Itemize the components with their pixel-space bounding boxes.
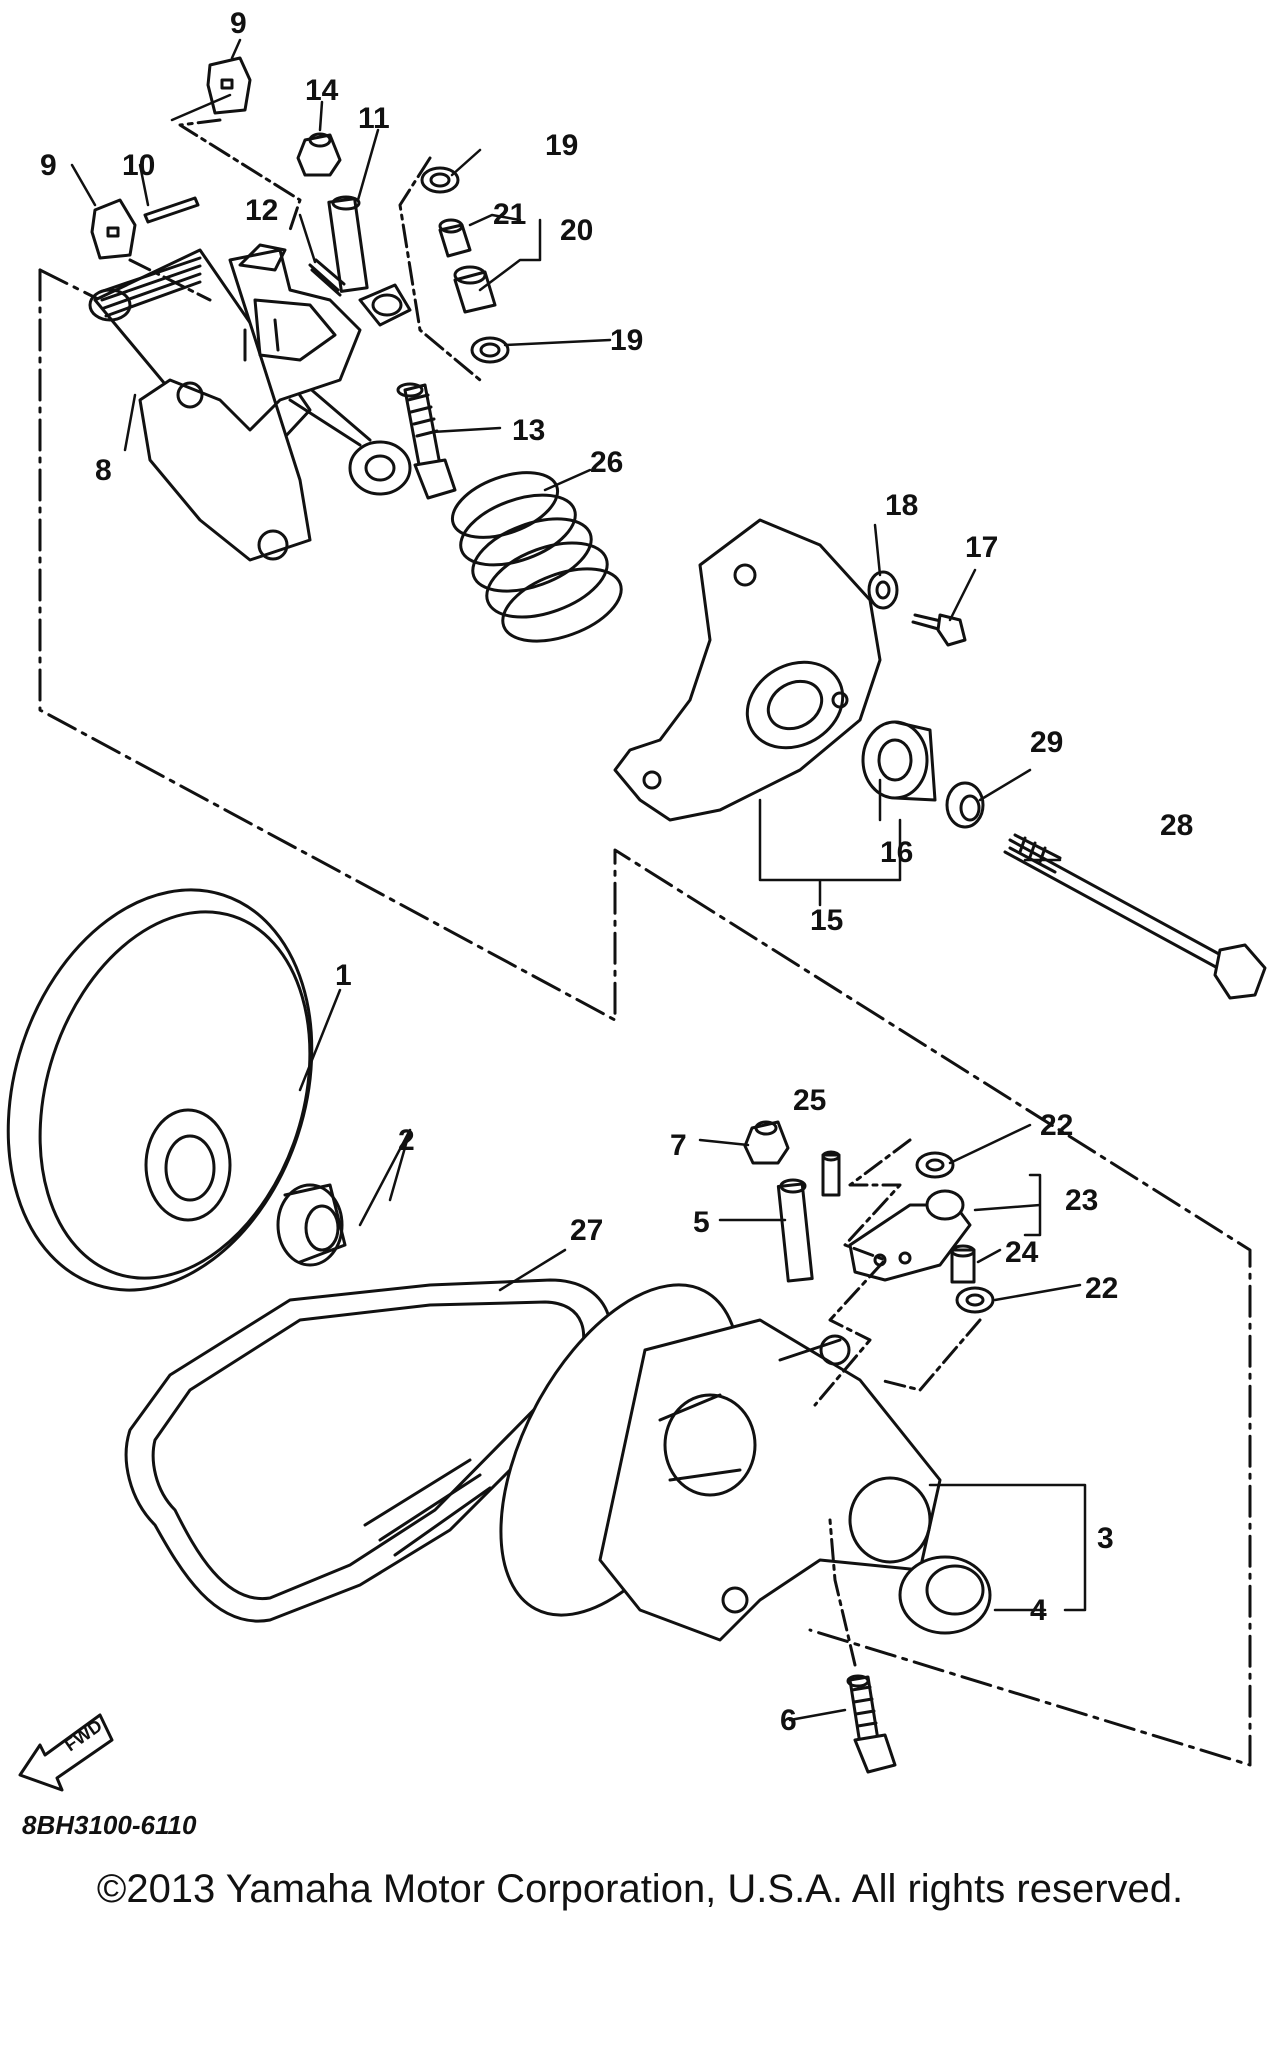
part-15-sheave-cap bbox=[613, 518, 882, 822]
label-26: 26 bbox=[590, 446, 623, 479]
label-5: 5 bbox=[693, 1206, 710, 1239]
part-12-set-screw bbox=[308, 258, 346, 297]
label-17: 17 bbox=[965, 531, 998, 564]
label-16: 16 bbox=[880, 836, 913, 869]
part-19-washer-bottom bbox=[470, 336, 510, 364]
diagram-code: 8BH3100-6110 bbox=[22, 1810, 197, 1840]
label-10: 10 bbox=[122, 149, 155, 182]
part-19-washer-top bbox=[420, 166, 460, 194]
label-15: 15 bbox=[810, 904, 843, 937]
label-4: 4 bbox=[1030, 1594, 1047, 1627]
label-23: 23 bbox=[1065, 1184, 1098, 1217]
label-22-bottom: 22 bbox=[1085, 1272, 1118, 1305]
part-10-pin bbox=[143, 196, 200, 224]
label-29: 29 bbox=[1030, 726, 1063, 759]
part-20-bushing bbox=[453, 265, 497, 314]
part-5-collar bbox=[776, 1178, 814, 1283]
weight-guide-line bbox=[178, 118, 302, 232]
part-7-nut bbox=[743, 1120, 790, 1165]
bushing-guide-line bbox=[398, 156, 482, 382]
label-9-top: 9 bbox=[230, 7, 247, 40]
part-3-movable-sheave bbox=[499, 1283, 942, 1642]
part-23-roller-arm bbox=[848, 1189, 972, 1282]
assembly-frame-line bbox=[38, 268, 1252, 1767]
part-4-bushing bbox=[898, 1555, 992, 1635]
part-24-roller-pin bbox=[950, 1244, 976, 1284]
label-7: 7 bbox=[670, 1129, 687, 1162]
label-1: 1 bbox=[335, 959, 352, 992]
leader-lines bbox=[70, 38, 1087, 1722]
label-11: 11 bbox=[358, 102, 390, 135]
part-26-spring bbox=[450, 471, 623, 643]
label-12: 12 bbox=[245, 194, 278, 227]
part-14-nut bbox=[296, 132, 342, 177]
label-19-bottom: 19 bbox=[610, 324, 643, 357]
label-27: 27 bbox=[570, 1214, 603, 1247]
part-22-washer-top bbox=[915, 1151, 955, 1179]
part-8-spider-boss bbox=[88, 243, 412, 562]
fwd-arrow-icon bbox=[18, 1713, 114, 1792]
label-14: 14 bbox=[305, 74, 339, 107]
label-20: 20 bbox=[560, 214, 593, 247]
part-1-fixed-sheave bbox=[6, 888, 314, 1292]
part-6-bolt bbox=[846, 1674, 897, 1774]
part-22-washer-bottom bbox=[955, 1286, 995, 1314]
part-9-weight-top bbox=[206, 56, 252, 115]
part-29-collar bbox=[945, 781, 985, 829]
label-2: 2 bbox=[398, 1124, 415, 1157]
label-6: 6 bbox=[780, 1704, 797, 1737]
part-21-bushing bbox=[438, 218, 472, 258]
part-25-pin bbox=[821, 1150, 841, 1197]
label-22-top: 22 bbox=[1040, 1109, 1073, 1142]
label-3: 3 bbox=[1097, 1522, 1114, 1555]
part-17-bolt bbox=[911, 613, 967, 647]
part-11-collar bbox=[327, 195, 369, 293]
label-24: 24 bbox=[1005, 1236, 1039, 1269]
label-13: 13 bbox=[512, 414, 545, 447]
label-9-left: 9 bbox=[40, 149, 57, 182]
label-28: 28 bbox=[1160, 809, 1193, 842]
part-13-bolt bbox=[396, 382, 457, 500]
label-18: 18 bbox=[885, 489, 918, 522]
part-9-weight-left bbox=[90, 198, 137, 260]
copyright-notice: ©2013 Yamaha Motor Corporation, U.S.A. A… bbox=[96, 1867, 1184, 1911]
label-19-top: 19 bbox=[545, 129, 578, 162]
label-8: 8 bbox=[95, 454, 112, 487]
part-2-spacer bbox=[276, 1183, 347, 1267]
part-18-washer bbox=[867, 570, 899, 610]
label-25: 25 bbox=[793, 1084, 826, 1117]
label-21: 21 bbox=[493, 198, 526, 231]
part-16-bushing bbox=[861, 720, 937, 802]
